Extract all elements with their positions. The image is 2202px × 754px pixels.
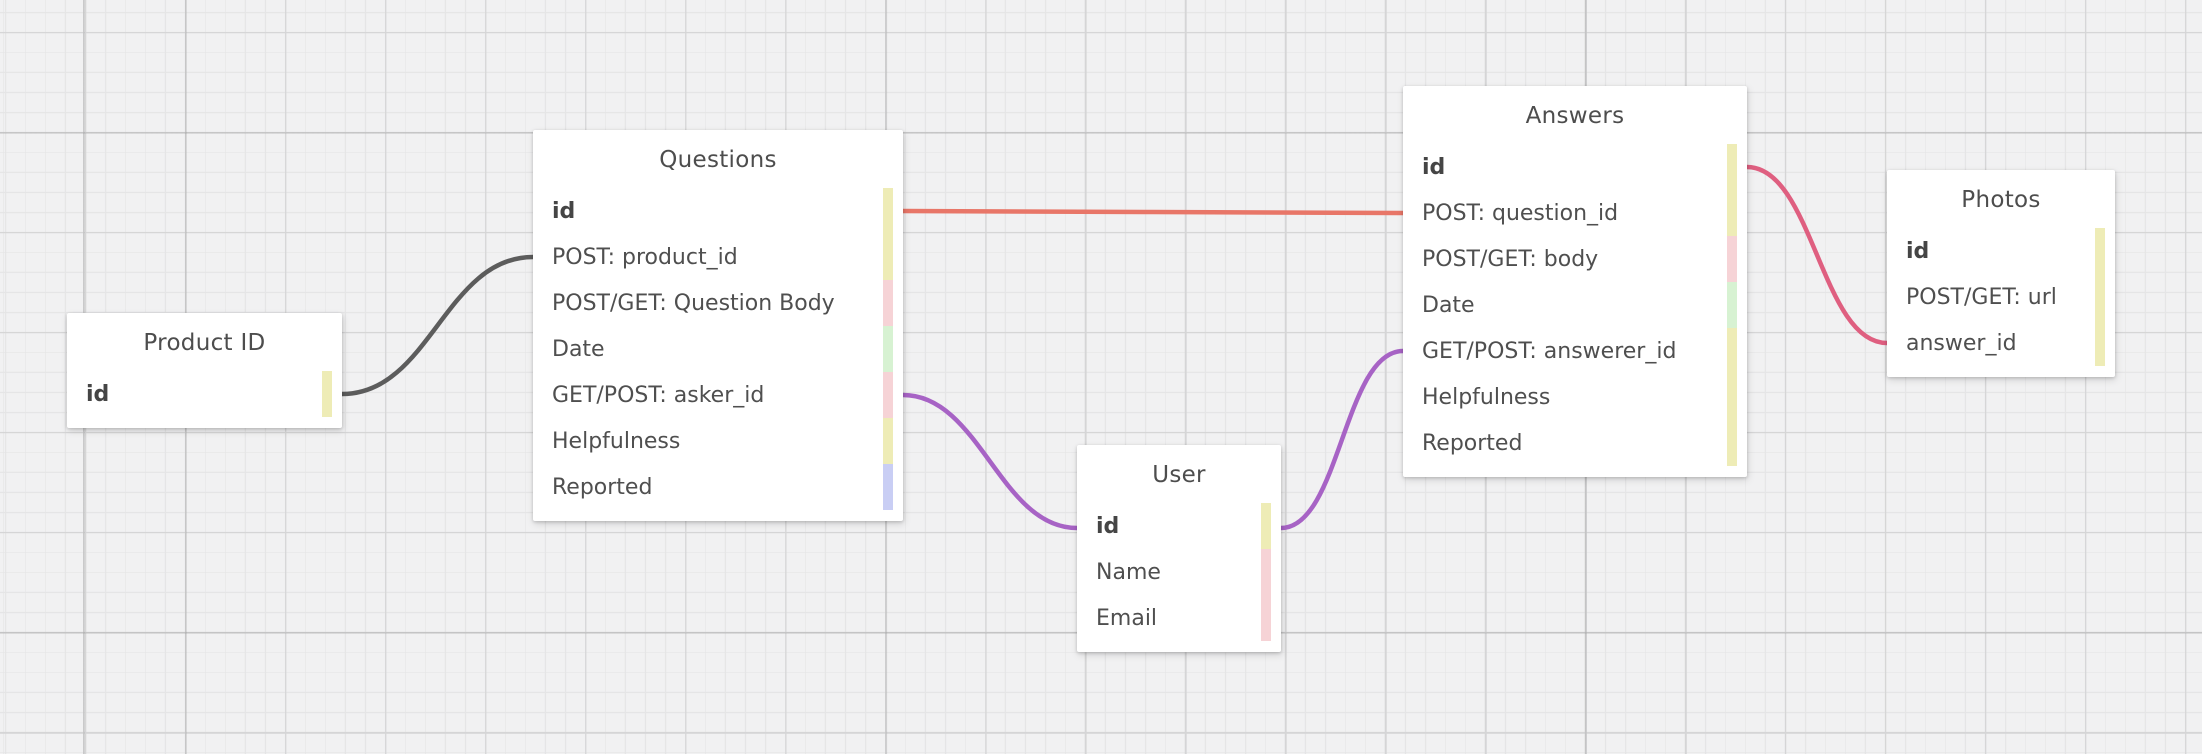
table-title: Photos [1961,187,2041,213]
field-label: Helpfulness [552,428,681,454]
field-row[interactable]: id [67,371,342,417]
field-type-chip [883,234,893,280]
field-label: POST/GET: url [1906,284,2057,310]
table-title: Answers [1525,103,1625,129]
field-row[interactable]: POST: product_id [533,234,903,280]
field-type-chips [322,371,332,417]
field-label: id [1096,513,1120,539]
field-type-chip [2095,274,2105,320]
field-type-chip [883,280,893,326]
field-row[interactable]: GET/POST: asker_id [533,372,903,418]
table-title: User [1152,462,1206,488]
card-bottom-pad [1403,466,1747,477]
field-label: id [552,198,576,224]
field-type-chip [1727,374,1737,420]
field-row[interactable]: POST/GET: body [1403,236,1747,282]
field-row[interactable]: POST/GET: url [1887,274,2115,320]
field-type-chip [883,418,893,464]
field-label: POST/GET: body [1422,246,1599,272]
field-type-chip [1727,420,1737,466]
field-type-chips [1727,144,1737,466]
card-bottom-pad [1077,641,1281,652]
field-label: Date [1422,292,1475,318]
field-label: id [86,381,110,407]
field-label: Reported [552,474,653,500]
table-fields: id POST: question_id POST/GET: body Date… [1403,144,1747,466]
field-label: id [1906,238,1930,264]
field-type-chip [1727,328,1737,374]
field-row[interactable]: Email [1077,595,1281,641]
edge-questions-asker-id-to-user-id[interactable] [900,392,1080,531]
edge-questions-id-to-answers-question-id[interactable] [900,208,1406,216]
field-type-chip [1261,503,1271,549]
field-type-chips [2095,228,2105,366]
field-label: POST: product_id [552,244,738,270]
field-type-chip [883,464,893,510]
field-row[interactable]: Reported [1403,420,1747,466]
field-row[interactable]: POST/GET: Question Body [533,280,903,326]
entity-table-photos[interactable]: Photos id POST/GET: url answer_id [1887,170,2115,377]
field-label: Email [1096,605,1158,631]
field-type-chip [1727,190,1737,236]
field-row[interactable]: id [1887,228,2115,274]
field-type-chip [1727,144,1737,190]
entity-table-questions[interactable]: Questions id POST: product_id POST/GET: … [533,130,903,521]
field-row[interactable]: answer_id [1887,320,2115,366]
card-bottom-pad [1887,366,2115,377]
edge-user-id-to-answers-answerer-id[interactable] [1278,348,1406,531]
field-type-chip [322,371,332,417]
field-row[interactable]: POST: question_id [1403,190,1747,236]
field-row[interactable]: id [1403,144,1747,190]
field-type-chip [2095,228,2105,274]
field-type-chip [1727,282,1737,328]
card-bottom-pad [67,417,342,428]
entity-table-user[interactable]: User id Name Email [1077,445,1281,652]
field-label: Date [552,336,605,362]
field-row[interactable]: Helpfulness [1403,374,1747,420]
field-label: Name [1096,559,1161,585]
field-row[interactable]: Date [1403,282,1747,328]
table-title: Product ID [143,330,266,356]
field-type-chip [1261,549,1271,595]
field-label: GET/POST: answerer_id [1422,338,1677,364]
table-fields: id POST: product_id POST/GET: Question B… [533,188,903,510]
field-type-chips [1261,503,1271,641]
field-type-chip [883,326,893,372]
field-label: POST/GET: Question Body [552,290,835,316]
field-label: GET/POST: asker_id [552,382,765,408]
field-type-chip [2095,320,2105,366]
table-title: Questions [659,147,777,173]
field-row[interactable]: id [533,188,903,234]
field-row[interactable]: Date [533,326,903,372]
field-row[interactable]: Reported [533,464,903,510]
field-type-chip [883,372,893,418]
field-row[interactable]: Name [1077,549,1281,595]
table-fields: id [67,371,342,417]
entity-table-product-id[interactable]: Product ID id [67,313,342,428]
field-row[interactable]: id [1077,503,1281,549]
field-label: POST: question_id [1422,200,1619,226]
field-type-chip [883,188,893,234]
edge-answers-id-to-photos-answer-id[interactable] [1744,164,1890,346]
table-fields: id Name Email [1077,503,1281,641]
edge-product-id-to-questions-product-id[interactable] [339,254,536,397]
field-label: answer_id [1906,330,2017,356]
field-row[interactable]: Helpfulness [533,418,903,464]
field-row[interactable]: GET/POST: answerer_id [1403,328,1747,374]
field-type-chip [1727,236,1737,282]
entity-table-answers[interactable]: Answers id POST: question_id POST/GET: b… [1403,86,1747,477]
table-fields: id POST/GET: url answer_id [1887,228,2115,366]
field-label: Reported [1422,430,1523,456]
field-label: Helpfulness [1422,384,1551,410]
field-label: id [1422,154,1446,180]
field-type-chip [1261,595,1271,641]
card-bottom-pad [533,510,903,521]
field-type-chips [883,188,893,510]
